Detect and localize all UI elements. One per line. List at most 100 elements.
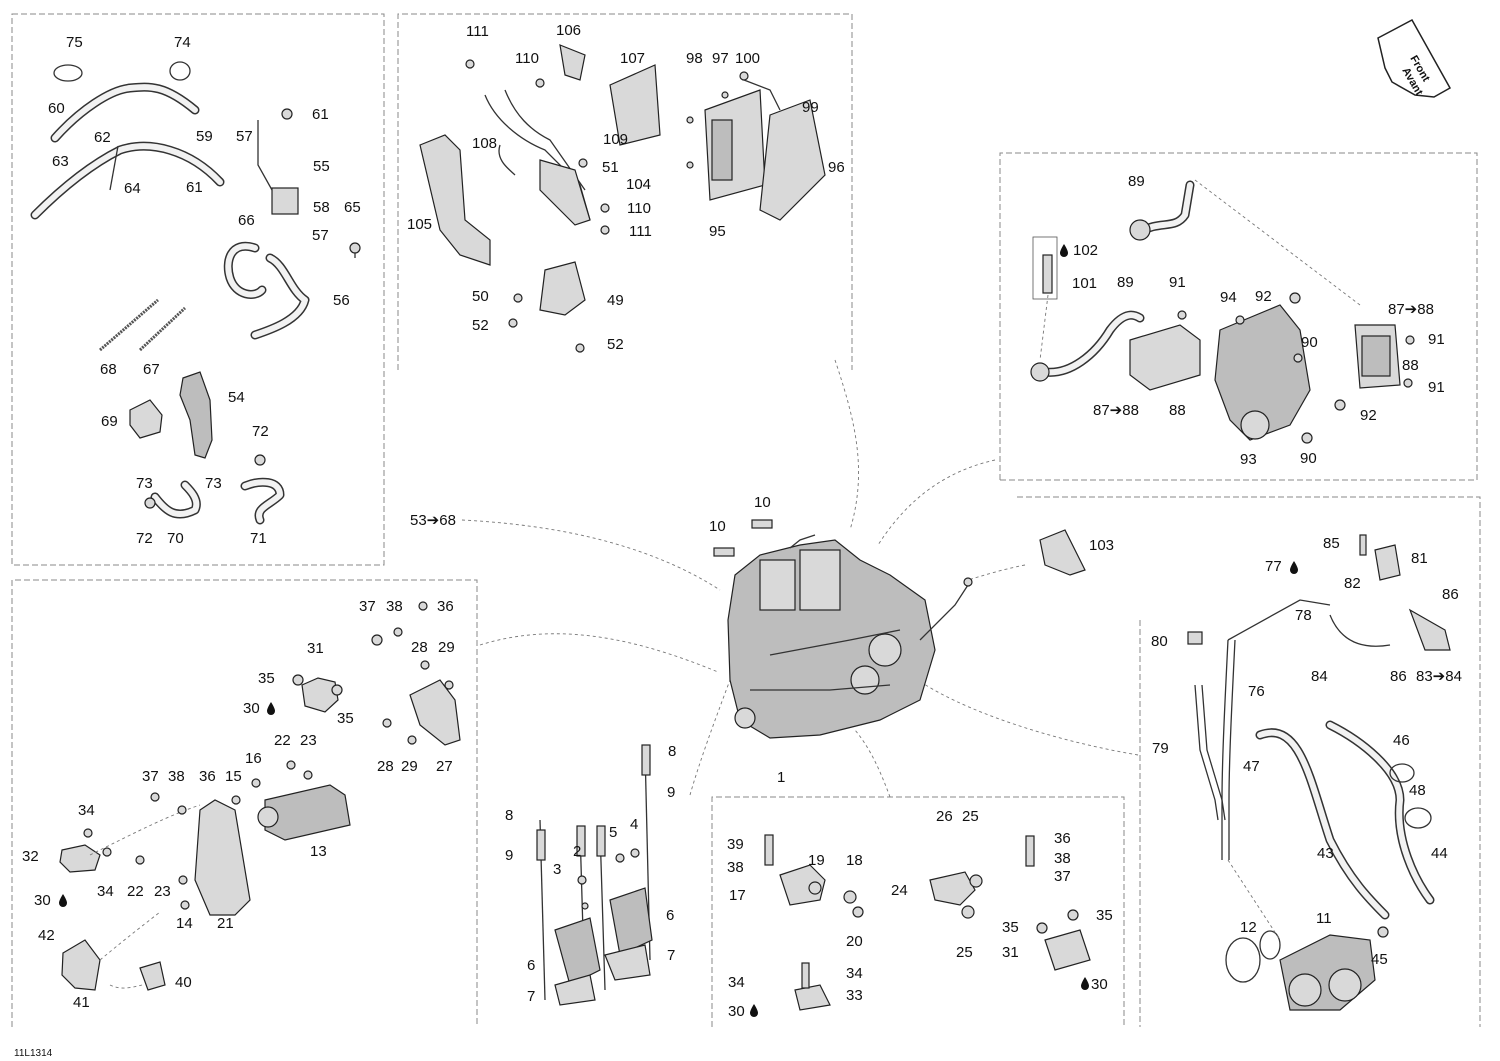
front-arrow-icon: Front Avant [1377,18,1452,98]
callout-label: 90 [1300,450,1317,467]
callout-label: 89 [1128,173,1145,190]
callout-label: 5 [609,824,617,841]
callout-label: 81 [1411,550,1428,567]
callout-label: 57 [312,227,329,244]
callout-label: 54 [228,389,245,406]
callout-label: 30 [728,1003,745,1020]
callout-label: 9 [505,847,513,864]
callout-label: 104 [626,176,651,193]
callout-label: 72 [136,530,153,547]
callout-label: 36 [199,768,216,785]
callout-label: 65 [344,199,361,216]
starter-parts [59,601,461,991]
box-cooling-hoses [11,13,385,566]
callout-label: 58 [313,199,330,216]
callout-label: 38 [1054,850,1071,867]
coil-parts [536,744,653,1006]
callout-label: 34 [97,883,114,900]
callout-label: 6 [666,907,674,924]
callout-label: 28 [377,758,394,775]
callout-label: 69 [101,413,118,430]
drop-icon [267,702,275,715]
drop-icon [59,894,67,907]
callout-label: 30 [243,700,260,717]
callout-label: 10 [754,494,771,511]
callout-label: 16 [245,750,262,767]
callout-label: 25 [962,808,979,825]
callout-label: 108 [472,135,497,152]
cooling-hoses-parts [30,61,361,525]
callout-label: 72 [252,423,269,440]
callout-label: 34 [78,802,95,819]
callout-label: 71 [250,530,267,547]
drop-icon [1060,244,1068,257]
callout-label: 52 [607,336,624,353]
callout-label: 103 [1089,537,1114,554]
callout-label: 43 [1317,845,1334,862]
callout-label: 51 [602,159,619,176]
mount-parts [764,834,1091,1011]
callout-label: 48 [1409,782,1426,799]
callout-label: 111 [466,23,489,40]
box-throttle-body [1017,496,1481,1027]
callout-label: 66 [238,212,255,229]
callout-label: 52 [472,317,489,334]
callout-label: 64 [124,180,141,197]
callout-label: 99 [802,99,819,116]
callout-label: 70 [167,530,184,547]
callout-label: 18 [846,852,863,869]
callout-label: 3 [553,861,561,878]
callout-label: 35 [258,670,275,687]
callout-label: 80 [1151,633,1168,650]
callout-label: 97 [712,50,729,67]
callout-label: 94 [1220,289,1237,306]
callout-label: 34 [728,974,745,991]
ignition-parts [1030,179,1415,444]
callout-label: 49 [607,292,624,309]
drop-icon [1081,977,1089,990]
callout-label: 35 [337,710,354,727]
callout-label: 37 [359,598,376,615]
callout-label: 29 [438,639,455,656]
callout-label: 84 [1311,668,1328,685]
callout-label: 76 [1248,683,1265,700]
ecm-parts [419,44,826,353]
callout-label: 15 [225,768,242,785]
callout-label: 24 [891,882,908,899]
callout-label: 26 [936,808,953,825]
drop-icon [1290,561,1298,574]
callout-label: 92 [1360,407,1377,424]
callout-label: 102 [1073,242,1098,259]
callout-label: 91 [1428,379,1445,396]
box-starter [11,579,478,1027]
callout-label: 100 [735,50,760,67]
callout-label: 38 [168,768,185,785]
callout-label: 106 [556,22,581,39]
box-ignition [999,152,1478,481]
callout-label: 40 [175,974,192,991]
callout-label: 7 [527,988,535,1005]
callout-label: 2 [573,843,581,860]
callout-label: 7 [667,947,675,964]
callout-label: 62 [94,129,111,146]
callout-label: 23 [154,883,171,900]
callout-label: 56 [333,292,350,309]
callout-label: 87➔88 [1388,301,1434,318]
callout-label: 107 [620,50,645,67]
callout-label: 73 [136,475,153,492]
callout-label: 38 [727,859,744,876]
callout-label: 90 [1301,334,1318,351]
callout-label: 33 [846,987,863,1004]
callout-label: 73 [205,475,222,492]
callout-label: 37 [142,768,159,785]
callout-label: 42 [38,927,55,944]
callout-label: 74 [174,34,191,51]
callout-label: 53➔68 [410,512,456,529]
callout-label: 88 [1402,357,1419,374]
callout-label: 30 [1091,976,1108,993]
callout-label: 36 [437,598,454,615]
callout-label: 22 [127,883,144,900]
callout-label: 29 [401,758,418,775]
callout-label: 91 [1428,331,1445,348]
